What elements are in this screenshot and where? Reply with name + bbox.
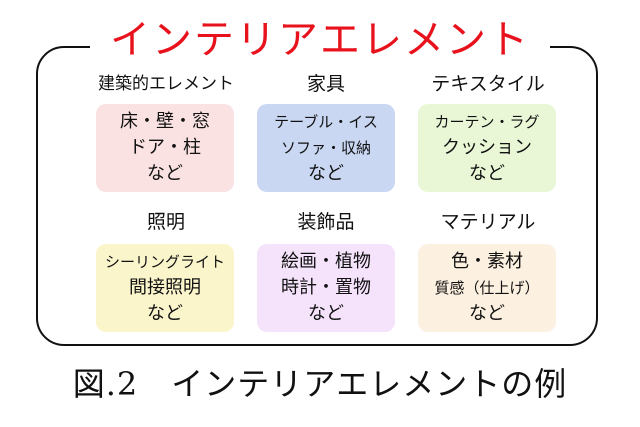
- diagram-title: インテリアエレメント: [90, 10, 550, 70]
- category-box-architectural: 床・壁・窓 ドア・柱 など: [96, 104, 234, 192]
- category-box-decor: 絵画・植物 時計・置物 など: [257, 244, 395, 332]
- category-item: テーブル・イス: [274, 113, 378, 131]
- category-box-lighting: シーリングライト 間接照明 など: [96, 244, 234, 332]
- category-item: カーテン・ラグ: [434, 113, 540, 131]
- category-item: 間接照明: [129, 277, 201, 298]
- category-box-textile: カーテン・ラグ クッション など: [418, 104, 556, 192]
- category-label-furniture: 家具: [306, 73, 345, 95]
- category-label-lighting: 照明: [146, 211, 185, 233]
- category-item: ドア・柱: [129, 137, 201, 158]
- category-item: など: [469, 303, 505, 324]
- category-item: など: [147, 303, 183, 324]
- category-label-material: マテリアル: [440, 211, 536, 233]
- category-item: 時計・置物: [281, 277, 371, 298]
- category-box-material: 色・素材 質感（仕上げ） など: [418, 244, 556, 332]
- category-item: など: [308, 303, 344, 324]
- category-box-furniture: テーブル・イス ソファ・収納 など: [257, 104, 395, 192]
- category-item: 質感（仕上げ）: [434, 279, 540, 297]
- category-item: シーリングライト: [104, 253, 225, 271]
- category-item: 色・素材: [451, 251, 523, 272]
- category-item: ソファ・収納: [280, 139, 371, 157]
- category-label-textile: テキスタイル: [431, 73, 545, 95]
- category-item: など: [308, 163, 344, 184]
- category-item: 絵画・植物: [281, 251, 371, 272]
- category-item: など: [147, 163, 183, 184]
- category-label-decor: 装飾品: [297, 211, 355, 233]
- category-item: など: [469, 163, 505, 184]
- category-item: クッション: [442, 137, 532, 158]
- figure-caption: 図.2 インテリアエレメントの例: [72, 365, 568, 403]
- category-item: 床・壁・窓: [120, 111, 210, 132]
- category-label-architectural: 建築的エレメント: [98, 74, 234, 94]
